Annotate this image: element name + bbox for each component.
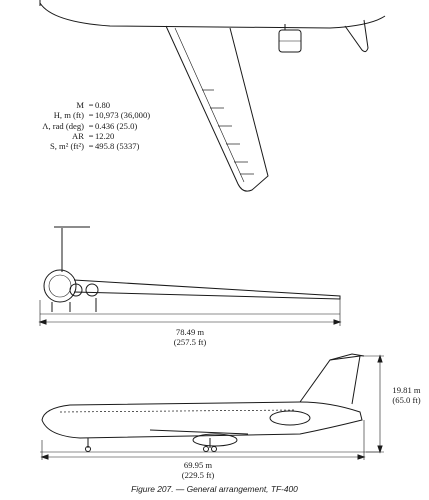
- length-dimension: 69.95 m (229.5 ft): [148, 460, 248, 480]
- parameter-value: 12.20: [95, 130, 115, 141]
- parameter-key: H, m (ft): [53, 110, 84, 121]
- parameter-row: H, m (ft) = 10,973 (36,000): [14, 110, 204, 120]
- parameter-row: Λ, rad (deg) = 0.436 (25.0): [14, 121, 204, 131]
- parameter-row: S, m² (ft²) = 495.8 (5337): [14, 141, 204, 151]
- parameter-row: AR = 12.20: [14, 131, 204, 141]
- length-metres: 69.95 m: [183, 460, 213, 470]
- parameter-key: AR: [72, 130, 84, 141]
- parameter-key: M: [76, 100, 84, 110]
- parameter-value: 10,973 (36,000): [95, 110, 151, 121]
- length-feet: (229.5 ft): [181, 470, 215, 480]
- span-dimension: 78.49 m (257.5 ft): [140, 327, 240, 347]
- height-dimension: 19.81 m (65.0 ft): [384, 385, 429, 405]
- height-feet: (65.0 ft): [392, 395, 421, 405]
- span-feet: (257.5 ft): [173, 337, 207, 347]
- equals-sign: =: [88, 100, 94, 110]
- parameter-row: M = 0.80: [14, 100, 204, 110]
- design-parameters-table: M = 0.80 H, m (ft) = 10,973 (36,000) Λ, …: [14, 100, 204, 151]
- figure-caption: Figure 207. — General arrangement, TF-40…: [131, 484, 298, 494]
- equals-sign: =: [88, 120, 94, 131]
- plan-view: [39, 0, 386, 192]
- parameter-key: S, m² (ft²): [49, 141, 84, 152]
- parameter-value: 0.436 (25.0): [95, 120, 138, 131]
- height-metres: 19.81 m: [392, 385, 421, 395]
- parameter-value: 495.8 (5337): [95, 141, 140, 152]
- span-metres: 78.49 m: [175, 327, 205, 337]
- equals-sign: =: [88, 110, 94, 121]
- parameter-value: 0.80: [95, 100, 111, 110]
- parameter-key: Λ, rad (deg): [42, 120, 84, 131]
- equals-sign: =: [88, 130, 94, 141]
- equals-sign: =: [88, 141, 94, 152]
